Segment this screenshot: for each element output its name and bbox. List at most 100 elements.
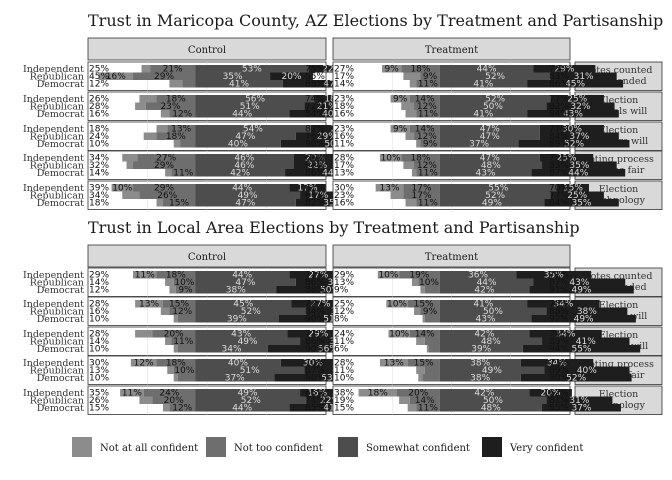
neg-total-label-1-0-0-1: 14%: [89, 278, 109, 288]
bar-segment-0-2-1-1-2: [439, 132, 540, 140]
bar-segment-0-4-0-2-1: [162, 199, 196, 207]
party-label-1-3-2: Democrat: [37, 373, 84, 384]
segment-label-1-4-1-2-2: 48%: [481, 404, 501, 414]
bar-segment-1-2-0-0-0: [135, 330, 153, 338]
bar-segment-0-0-0-2-1: [182, 80, 196, 88]
segment-label-1-2-1-1-2: 48%: [481, 337, 501, 347]
bar-segment-1-0-1-1-0: [411, 278, 419, 286]
facet-strip-label-0-0: Control: [188, 45, 226, 56]
bar-segment-1-2-0-2-0: [173, 345, 178, 353]
party-label-0-4-1: Republican: [30, 191, 84, 202]
neg-total-label-0-4-0-0: 39%: [89, 184, 109, 194]
segment-label-1-2-0-2-2: 34%: [222, 345, 242, 355]
segment-label-1-4-0-1-3: 22%: [320, 396, 340, 406]
segment-label-1-3-0-0-0: 12%: [134, 359, 154, 369]
bar-segment-0-2-0-2-1: [180, 140, 196, 148]
bar-segment-1-2-0-0-2: [195, 330, 288, 338]
neg-total-label-0-3-1-1: 17%: [334, 161, 354, 171]
facet-strip-label-1-1: Treatment: [425, 252, 478, 263]
segment-label-1-1-0-0-1: 15%: [169, 300, 189, 310]
bar-segment-1-0-0-2-0: [169, 286, 176, 294]
neg-total-label-1-1-0-1: 16%: [89, 307, 109, 317]
bar-segment-0-4-1-2-0: [405, 199, 417, 207]
segment-label-1-3-1-2-2: 38%: [470, 374, 490, 384]
party-label-1-1-2: Democrat: [37, 314, 84, 325]
bar-segment-1-4-0-2-0: [162, 404, 170, 412]
bar-segment-0-1-0-2-1: [169, 110, 196, 118]
bar-segment-0-3-0-0-3: [293, 154, 337, 162]
bar-segment-0-2-0-2-2: [195, 140, 281, 148]
bar-segment-1-0-1-2-0: [420, 286, 425, 294]
neg-total-label-0-0-1-2: 14%: [334, 80, 354, 90]
neg-total-label-0-2-0-1: 24%: [89, 132, 109, 142]
segment-label-1-1-1-0-1: 15%: [414, 300, 434, 310]
segment-label-1-0-1-1-1: 10%: [419, 278, 439, 288]
neg-total-label-1-3-0-2: 10%: [89, 374, 109, 384]
segment-label-0-4-0-0-1: 29%: [154, 184, 174, 194]
bar-segment-0-1-1-1-2: [439, 102, 547, 110]
pos-total-label-1-3-1-1: 89%: [549, 366, 569, 376]
segment-label-0-4-1-1-2: 52%: [485, 191, 505, 201]
bar-segment-0-3-1-1-1: [414, 161, 440, 169]
segment-label-0-3-0-1-1: 29%: [154, 161, 174, 171]
neg-total-label-0-3-0-0: 34%: [89, 154, 109, 164]
segment-label-1-0-0-2-1: 9%: [178, 286, 193, 296]
segment-label-0-2-1-1-3: 37%: [569, 132, 589, 142]
bar-segment-1-1-1-0-1: [407, 300, 440, 308]
segment-label-0-3-0-0-3: 20%: [305, 154, 325, 164]
bar-segment-1-3-1-2-3: [520, 374, 632, 382]
neg-total-label-0-3-1-2: 13%: [334, 169, 354, 179]
pos-total-label-1-1-1-2: 92%: [549, 315, 569, 325]
party-label-1-0-1: Republican: [30, 278, 84, 289]
segment-label-0-2-1-0-1: 14%: [415, 125, 435, 135]
segment-label-1-2-0-1-2: 49%: [238, 337, 258, 347]
pos-total-label-0-2-0-2: 90%: [305, 140, 325, 150]
segment-label-1-0-0-1-1: 10%: [174, 278, 194, 288]
segment-label-0-3-1-1-1: 12%: [417, 161, 437, 171]
bar-segment-0-2-0-0-1: [167, 125, 196, 133]
segment-label-0-1-0-1-2: 51%: [240, 102, 260, 112]
segment-label-0-0-1-0-3: 29%: [554, 65, 574, 75]
pos-total-label-1-3-0-1: 87%: [305, 366, 325, 376]
pos-total-label-0-3-1-1: 83%: [549, 161, 569, 171]
segment-label-0-0-0-1-0: 16%: [106, 72, 126, 82]
bar-segment-1-0-1-1-3: [533, 278, 626, 286]
legend-swatch-3: [482, 437, 502, 457]
neg-total-label-1-0-0-2: 12%: [89, 286, 109, 296]
bar-segment-0-3-0-1-2: [195, 161, 294, 169]
segment-label-1-1-0-0-2: 45%: [233, 300, 253, 310]
segment-label-1-4-1-0-0: 18%: [368, 389, 388, 399]
question-label-1-1-0: Election: [599, 300, 639, 311]
pos-total-label-1-3-1-2: 90%: [549, 374, 569, 384]
bar-segment-0-4-1-1-2: [439, 191, 551, 199]
bar-segment-1-1-1-0-3: [527, 300, 600, 308]
neg-total-label-0-1-0-1: 28%: [89, 102, 109, 112]
bar-segment-1-2-0-2-3: [267, 345, 388, 353]
pos-total-label-1-0-1-1: 87%: [549, 278, 569, 288]
neg-total-label-0-1-1-0: 23%: [334, 95, 354, 105]
segment-label-0-0-1-0-0: 9%: [385, 65, 400, 75]
neg-total-label-1-0-0-0: 29%: [89, 271, 109, 281]
pos-total-label-0-3-1-2: 87%: [549, 169, 569, 179]
bar-segment-0-2-0-1-1: [156, 132, 196, 140]
segment-label-1-1-1-2-3: 49%: [574, 315, 594, 325]
bar-segment-1-4-1-0-0: [358, 389, 397, 397]
segment-label-1-4-0-1-1: 20%: [164, 396, 184, 406]
bar-segment-0-3-1-2-0: [411, 169, 417, 177]
party-label-0-1-1: Republican: [30, 102, 84, 113]
bar-segment-0-0-1-2-2: [439, 80, 528, 88]
bar-segment-0-3-0-2-2: [195, 169, 286, 177]
bar-segment-0-2-1-0-1: [409, 125, 440, 133]
bar-segment-1-3-0-2-2: [195, 374, 275, 382]
bar-segment-1-3-0-0-1: [156, 359, 196, 367]
bar-segment-1-0-0-0-1: [156, 271, 196, 279]
pos-total-label-1-3-0-0: 70%: [305, 359, 325, 369]
bar-segment-0-1-1-2-1: [416, 110, 440, 118]
bar-segment-1-4-1-2-3: [542, 404, 621, 412]
bar-segment-0-1-1-1-1: [414, 102, 440, 110]
pos-total-label-1-0-1-0: 71%: [549, 271, 569, 281]
bar-segment-1-4-0-2-1: [169, 404, 196, 412]
neg-total-label-1-4-0-2: 15%: [89, 404, 109, 414]
bar-segment-1-0-1-2-3: [529, 286, 634, 294]
segment-label-0-3-1-0-1: 18%: [410, 154, 430, 164]
